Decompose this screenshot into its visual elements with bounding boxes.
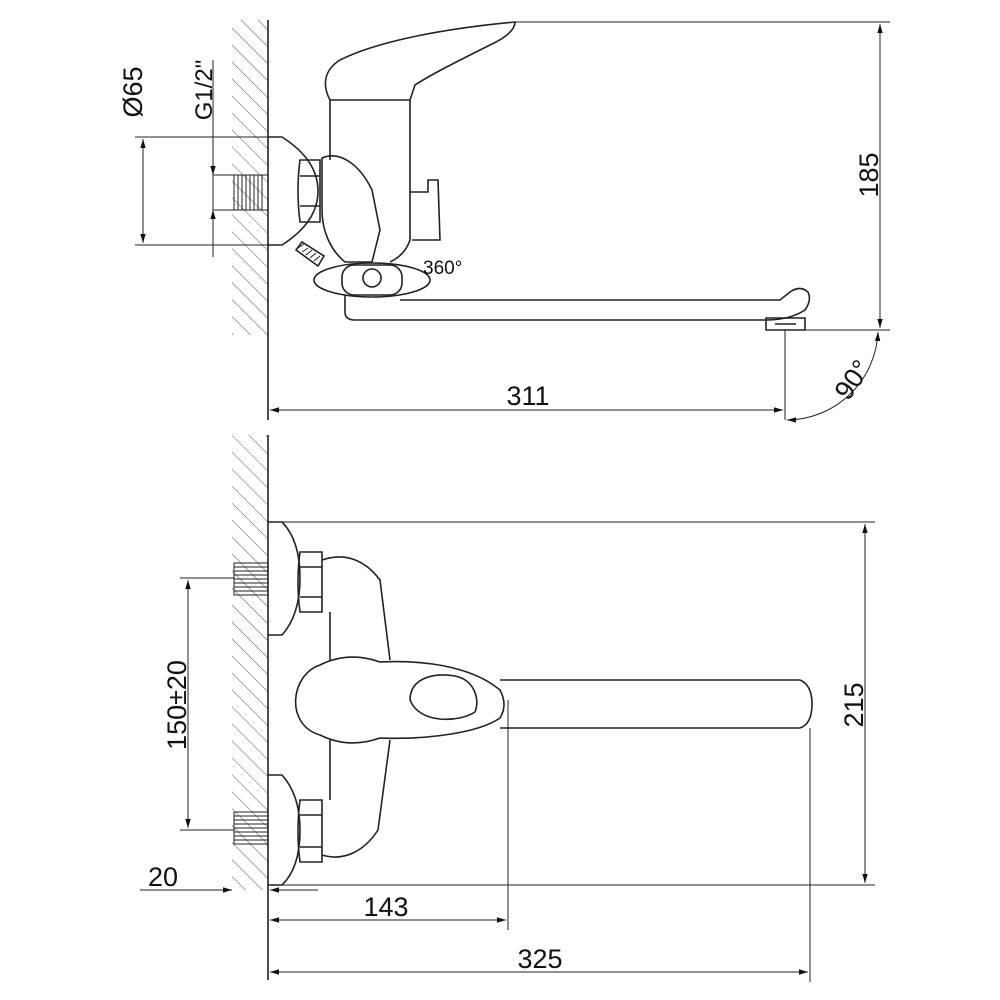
upper-nut: [297, 551, 323, 613]
diameter-label: Ø65: [118, 66, 148, 117]
nut: [297, 159, 321, 223]
upper-flange: [268, 521, 301, 636]
cartridge-housing: [329, 100, 411, 263]
spout: [344, 287, 811, 321]
thread-label: G1/2": [191, 60, 218, 121]
spacing-label: 150±20: [162, 660, 192, 750]
lever-handle-top: [294, 656, 505, 744]
total-reach-label: 325: [517, 944, 562, 974]
offset-label: 20: [148, 862, 178, 892]
spout-top: [500, 679, 813, 729]
inlet-thread-lower: [233, 811, 269, 845]
angle-label: 90°: [829, 355, 877, 406]
wall-hatch-bottom: [232, 435, 268, 890]
side-view: 360° 185 311 90° Ø65 G1/2": [118, 20, 890, 423]
body-outline: [321, 556, 391, 858]
handle-reach-label: 143: [363, 892, 408, 922]
handle-grip-hole: [409, 674, 478, 721]
diverter-knob: [410, 179, 441, 241]
swivel-screw: [362, 268, 382, 288]
swivel-rotation-ellipse: [313, 262, 431, 298]
top-view: 215 150±20 20 143 325: [140, 435, 875, 982]
lower-nut: [297, 799, 323, 863]
lower-flange: [268, 774, 301, 886]
reach-label: 311: [506, 381, 549, 411]
lever-handle: [324, 21, 516, 101]
shower-outlet: [294, 240, 326, 268]
angle-arc: [786, 331, 881, 423]
inlet-thread-upper: [233, 562, 269, 596]
rotation-label: 360°: [423, 258, 462, 279]
height-label: 185: [854, 152, 884, 197]
swivel-joint: [341, 264, 403, 296]
width-label: 215: [839, 682, 869, 727]
wall-flange: [268, 136, 319, 246]
valve-body: [321, 155, 381, 263]
inlet-thread: [233, 174, 269, 211]
